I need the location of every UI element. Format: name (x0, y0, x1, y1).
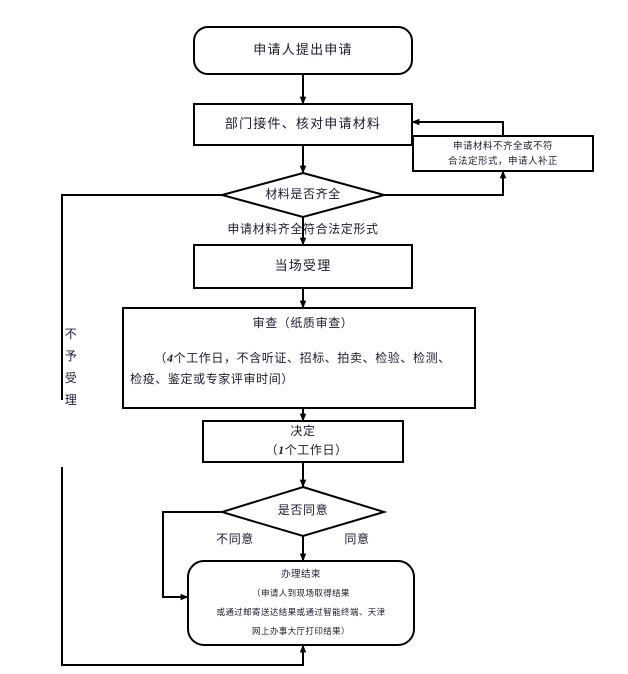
edge-label-agree: 同意 (344, 531, 369, 546)
node-check-complete-label: 材料是否齐全 (265, 186, 341, 201)
node-review-shape[interactable] (122, 307, 476, 409)
node-decision-line2: （1个工作日） (240, 443, 365, 457)
review-detail-paren: （ (154, 351, 167, 365)
node-agree-check-shape[interactable] (218, 485, 388, 538)
node-supplement-shape[interactable] (412, 135, 594, 172)
edge-label-materials-ok: 申请材料齐全符合法定形式 (227, 221, 378, 236)
node-start-label: 申请人提出申请 (253, 42, 352, 57)
review-days-number: 4 (166, 351, 174, 365)
edge-label-reject-char-3: 理 (65, 393, 78, 407)
decision-paren: （ (265, 443, 278, 457)
edge-check-to-supplement (384, 170, 507, 196)
decision-days-number: 1 (278, 443, 285, 457)
edge-disagree-to-finish (162, 511, 222, 601)
node-decision-shape[interactable] (202, 420, 404, 463)
node-check-complete-shape[interactable] (218, 171, 388, 219)
edge-label-reject-char-0: 不 (65, 327, 78, 341)
node-supplement-line2: 合法定形式，申请人补正 (448, 155, 558, 167)
node-agree-check-label: 是否同意 (278, 502, 328, 517)
node-review-detail-line2: 检疫、鉴定或专家评审时间） (130, 371, 294, 386)
node-finish-shape[interactable] (187, 560, 415, 646)
edge-label-reject-char-2: 受 (65, 371, 78, 385)
node-review-detail-line1: （4个工作日，不含听证、招标、拍卖、检验、检测、 (129, 350, 469, 365)
edge-label-reject-char-1: 予 (65, 349, 78, 363)
node-finish-line3: 或通过邮寄送达结果或通过智能终端、天津 (216, 607, 385, 617)
review-detail-rest: 个工作日，不含听证、招标、拍卖、检验、检测、 (174, 350, 451, 365)
node-start-shape[interactable] (193, 26, 413, 75)
node-accept-shape[interactable] (193, 244, 413, 289)
node-receive-label: 部门接件、核对申请材料 (225, 116, 381, 131)
decision-line2-rest: 个工作日） (285, 443, 348, 457)
node-supplement-line1: 申请材料不齐全或不符 (453, 140, 553, 152)
node-review-title: 审查（纸质审查） (253, 315, 354, 330)
node-finish-line2: （申请人到现场取得结果 (252, 588, 350, 598)
node-receive-shape[interactable] (193, 103, 413, 146)
node-finish-line4: 网上办事大厅打印结果） (252, 626, 350, 636)
node-finish-line1: 办理结束 (281, 568, 321, 580)
node-decision-line1: 决定 (290, 423, 315, 438)
edge-reject-rail-to-finish (61, 467, 307, 666)
edge-label-disagree: 不同意 (216, 531, 254, 546)
edge-supplement-to-receive (411, 118, 504, 136)
node-accept-label: 当场受理 (275, 258, 332, 273)
edge-check-to-reject-rail (61, 194, 222, 400)
